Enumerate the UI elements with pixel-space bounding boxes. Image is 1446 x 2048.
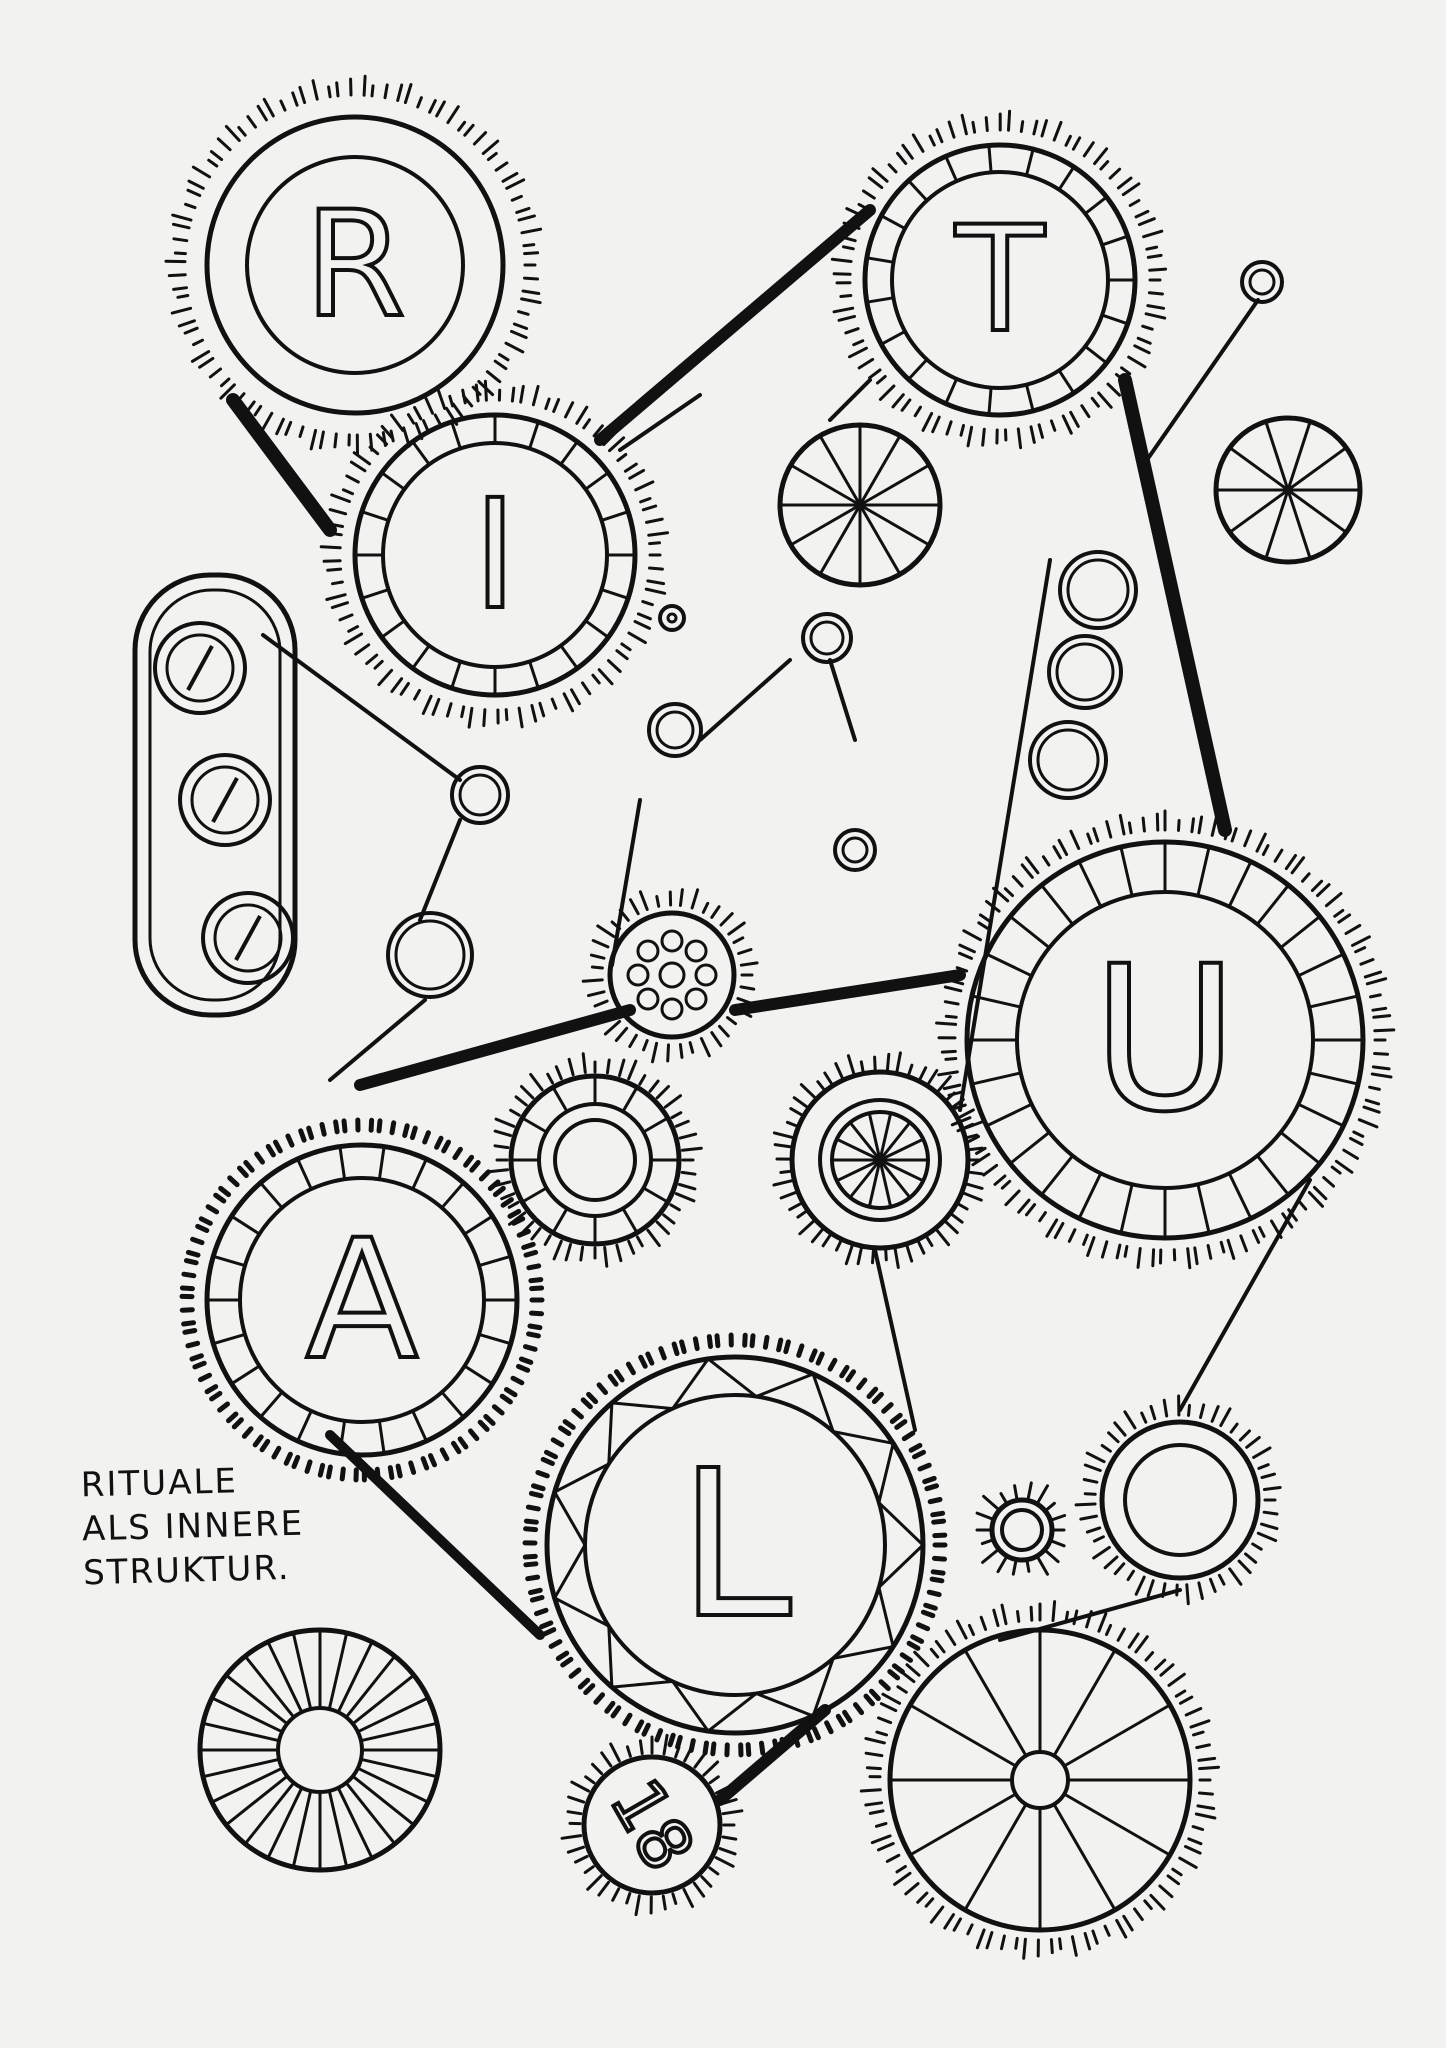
belt	[354, 1004, 636, 1091]
belt	[714, 1704, 831, 1806]
pulley	[1240, 260, 1284, 304]
gear-letter: T	[954, 195, 1045, 365]
belt	[1138, 298, 1260, 472]
year-label: 18	[594, 1766, 710, 1884]
belt	[1178, 1178, 1312, 1412]
gear	[935, 809, 1396, 1270]
gear	[772, 1051, 984, 1269]
belt	[328, 998, 427, 1082]
pulley	[658, 604, 686, 632]
belt	[610, 798, 642, 967]
screw-plate	[132, 572, 298, 1018]
belt	[698, 658, 792, 742]
gear-letter: R	[304, 180, 405, 350]
gear	[581, 888, 759, 1064]
pulley	[1028, 720, 1108, 800]
gear	[777, 422, 943, 588]
gear	[522, 1332, 948, 1758]
gear	[830, 109, 1168, 450]
belt	[729, 969, 966, 1016]
gear	[319, 379, 670, 729]
pulley	[647, 702, 703, 758]
belt	[618, 393, 702, 452]
gear-letter: A	[306, 1204, 419, 1396]
belt	[418, 818, 462, 922]
tagline-line: STRUKTUR.	[82, 1547, 292, 1594]
gear	[560, 1733, 744, 1917]
pulley	[450, 765, 510, 825]
tagline-line: ALS INNERE	[81, 1503, 305, 1550]
belt	[828, 658, 857, 742]
belt	[226, 393, 337, 537]
gear	[487, 1052, 703, 1268]
gear	[197, 1627, 443, 1873]
gear-letter: L	[678, 1427, 791, 1663]
pulley	[1047, 634, 1123, 710]
gear	[164, 74, 543, 456]
gear	[859, 1600, 1220, 1960]
pulley	[833, 828, 877, 872]
belt	[958, 558, 1052, 1112]
gear	[1213, 415, 1363, 565]
pulley	[801, 612, 853, 664]
gear	[1074, 1394, 1282, 1606]
pulley	[386, 911, 474, 999]
gear-letter: U	[1092, 924, 1238, 1157]
pulley	[1058, 550, 1138, 630]
tagline-line: RITUALE	[80, 1461, 239, 1506]
gears	[132, 74, 1396, 1960]
belt	[594, 204, 876, 446]
gear	[975, 1481, 1067, 1576]
gear	[179, 1117, 545, 1483]
belt	[828, 378, 872, 422]
belt	[873, 1248, 917, 1432]
tagline: RITUALE ALS INNERE STRUKTUR.	[80, 1457, 343, 1596]
gear-letter: I	[473, 467, 518, 643]
gear-letters: RI T U A L 18	[302, 178, 1240, 1886]
belt	[1118, 373, 1232, 837]
